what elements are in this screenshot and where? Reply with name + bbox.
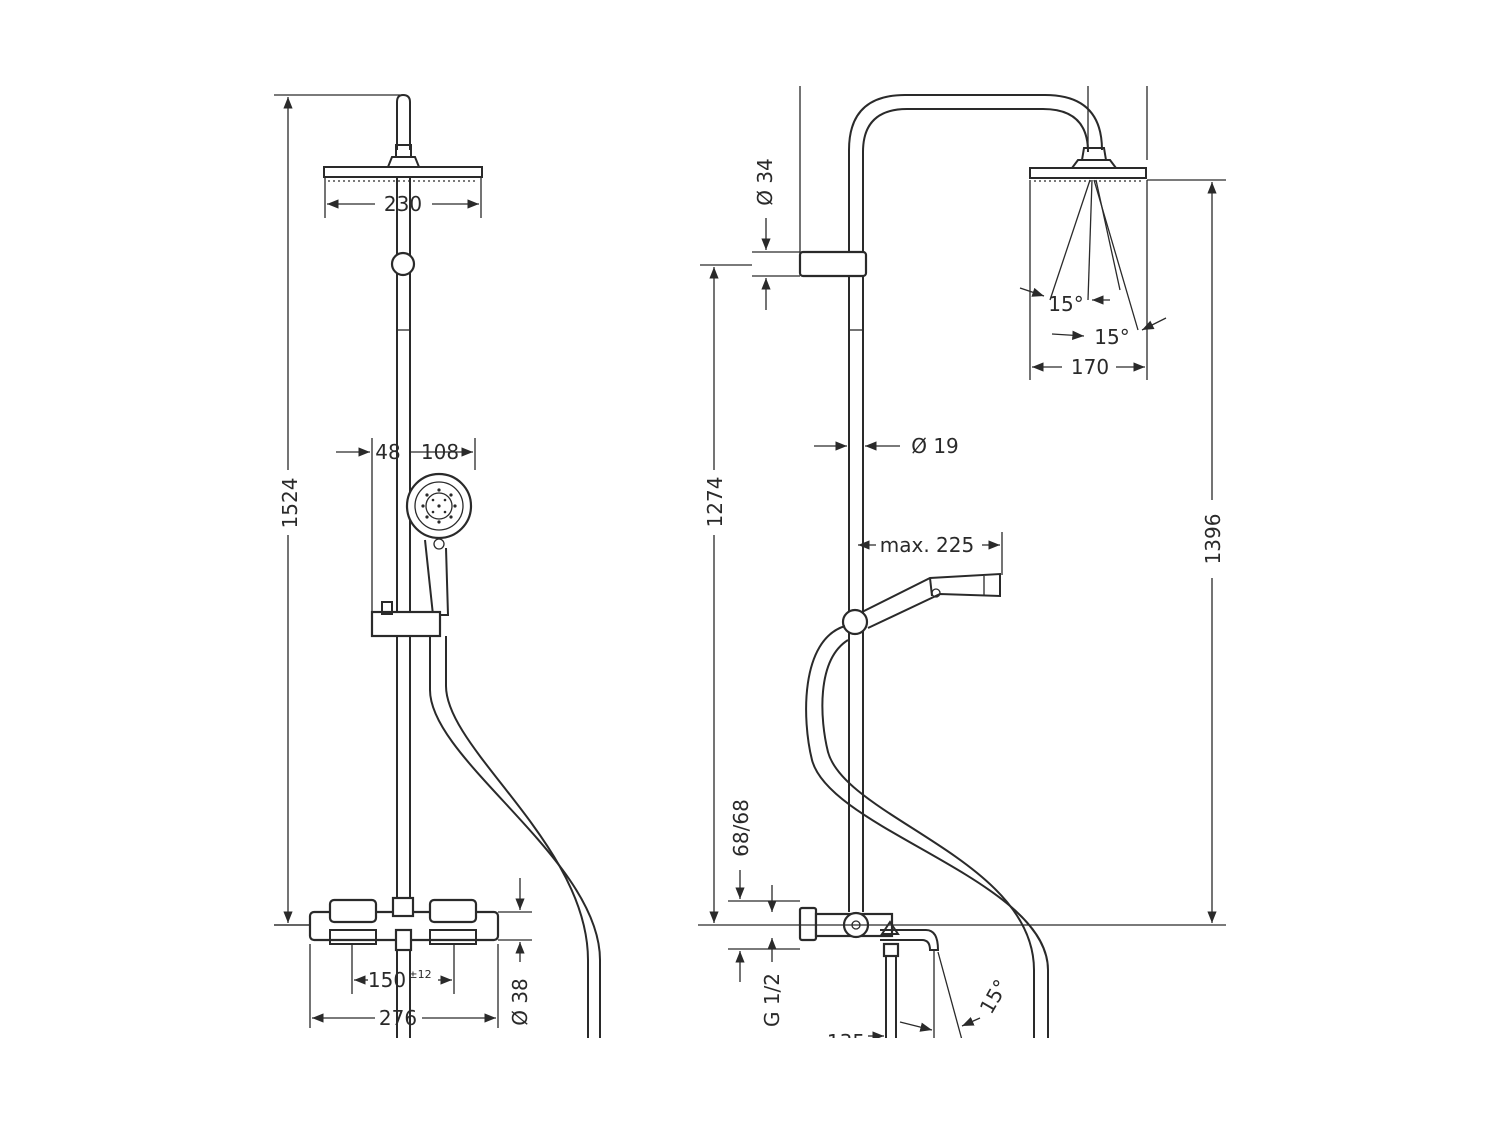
- hand-shower: [405, 472, 473, 616]
- riser-top: [396, 93, 411, 150]
- dim-rail-clip-diameter: Ø 34: [753, 158, 777, 206]
- head-joint: [1070, 159, 1118, 169]
- head-connector: [395, 144, 412, 158]
- spray-line: [1095, 179, 1121, 291]
- dim-handshower-108: 108: [421, 440, 459, 464]
- hose-inner: [821, 639, 1035, 1040]
- front-view: 1524 230 48 108: [274, 93, 601, 1040]
- thermostat-mixer: [308, 896, 500, 952]
- bottom-crop: [0, 1038, 1500, 1125]
- dim-head-angle-2: 15°: [1094, 325, 1129, 349]
- dim-spout-angle: 15°: [975, 975, 1014, 1018]
- hose-outer: [429, 636, 601, 1040]
- overhead-shower: [1029, 167, 1147, 179]
- holder-joint: [841, 608, 869, 636]
- arm-inner: [862, 108, 1089, 252]
- dim-height-1274: 1274: [703, 477, 727, 528]
- dim-height-1396: 1396: [1201, 514, 1225, 565]
- angle-arrow: [1051, 330, 1085, 340]
- arm-outer: [848, 94, 1103, 252]
- dim-mixer-width: 276: [379, 1006, 417, 1030]
- dim-mixer-tolerance: ±12: [408, 968, 431, 981]
- dim-rail-diameter: Ø 19: [911, 434, 959, 458]
- dim-outlet-diameter: Ø 38: [508, 978, 532, 1026]
- angle-arrow: [1141, 317, 1167, 331]
- dim-inlet-68: 68/68: [729, 799, 753, 857]
- dim-offset-48: 48: [375, 440, 400, 464]
- dim-head-angle-1: 15°: [1048, 292, 1083, 316]
- dim-height-total: 1524: [278, 478, 302, 529]
- hose-outer: [805, 625, 1049, 1040]
- dim-head-width: 230: [384, 192, 422, 216]
- dimension-line: [961, 1016, 981, 1027]
- spout-angle-line: [937, 951, 963, 1041]
- head-joint: [386, 156, 421, 168]
- dim-head-170: 170: [1071, 355, 1109, 379]
- dimension-line: [899, 1021, 933, 1032]
- hand-shower-side: [861, 572, 1001, 629]
- mixer-side: [798, 906, 940, 1040]
- slider-holder: [370, 610, 442, 638]
- spray-line: [1087, 179, 1093, 301]
- rail-joint: [390, 251, 416, 277]
- slider-knob: [381, 601, 393, 615]
- angle-arrow: [1019, 287, 1045, 297]
- spray-line: [1049, 179, 1091, 301]
- side-view: 15° 15° 170 1396 Ø 34 1274 Ø 19: [698, 86, 1226, 1054]
- dim-handshower-reach: max. 225: [880, 533, 974, 557]
- hose-inner: [445, 636, 589, 1040]
- rail-clip: [798, 250, 868, 278]
- dim-mixer-centres: 150: [368, 968, 406, 992]
- overhead-shower: [323, 166, 483, 178]
- dim-thread: G 1/2: [760, 973, 784, 1027]
